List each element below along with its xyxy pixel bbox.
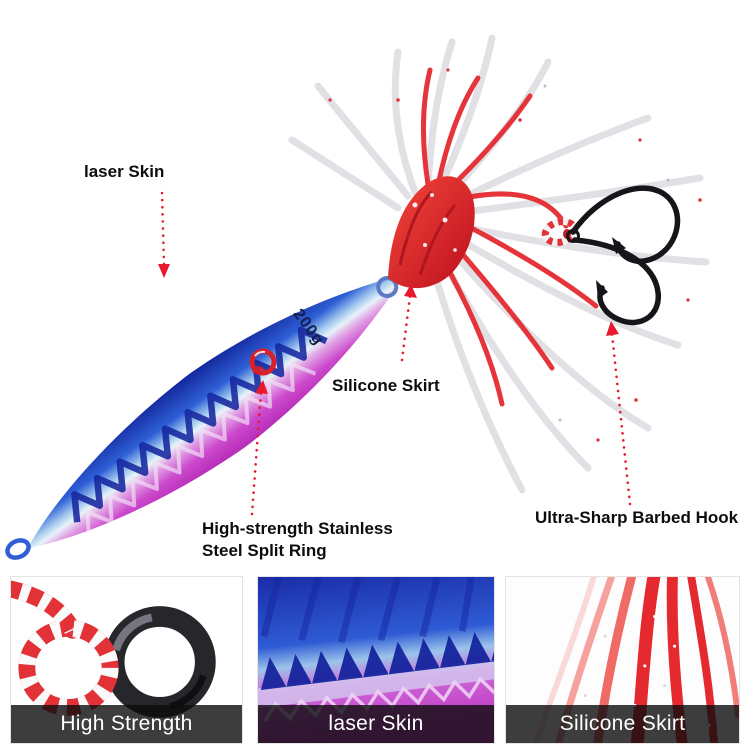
detail-panel-silicone-skirt: Silicone Skirt: [505, 576, 740, 744]
hook-upper: [570, 185, 681, 264]
caption-silicone-skirt: Silicone Skirt: [506, 705, 739, 743]
leader-laser-skin-arrow: [158, 264, 170, 278]
leader-barbed-hook-arrow: [606, 321, 619, 336]
blue-ridges: [260, 577, 475, 644]
silicone-skirt-head: [388, 176, 475, 289]
leader-silicone-skirt: [400, 294, 412, 362]
caption-laser-skin: laser Skin: [258, 705, 494, 743]
detail-panel-laser-skin: laser Skin: [257, 576, 495, 744]
leader-split-ring-arrow: [255, 380, 268, 394]
leader-laser-skin: [160, 191, 166, 266]
detail-panel-high-strength: High Strength: [10, 576, 243, 744]
product-photo: 200g: [5, 34, 710, 560]
barbed-hooks: [566, 185, 681, 326]
stainless-split-ring: [249, 348, 277, 376]
barbed-hook-label: Ultra-Sharp Barbed Hook: [535, 508, 739, 527]
laser-zigzag-pattern: [71, 326, 328, 539]
tail-split-ring: [5, 538, 31, 560]
silicone-skirt-label: Silicone Skirt: [332, 376, 440, 395]
hook-upper-barb: [612, 237, 626, 254]
chevron-band: [258, 628, 494, 723]
split-ring-label-line2: Steel Split Ring: [202, 540, 327, 560]
caption-high-strength: High Strength: [11, 705, 242, 743]
glitter-flecks: [328, 68, 702, 442]
split-ring-label: High-strength Stainless Steel Split Ring: [202, 518, 393, 562]
jig-body: 200g: [28, 276, 399, 548]
leader-silicone-skirt-arrow: [404, 284, 417, 298]
white-silicone-strands: [288, 34, 710, 494]
hook-lower-barb: [596, 280, 608, 299]
leader-barbed-hook: [610, 332, 632, 506]
callout-leaders: [158, 191, 632, 516]
laser-skin-label: laser Skin: [84, 162, 165, 181]
red-silicone-strands: [420, 67, 599, 407]
leader-split-ring: [250, 390, 263, 516]
split-ring-label-line1: High-strength Stainless: [202, 519, 393, 538]
